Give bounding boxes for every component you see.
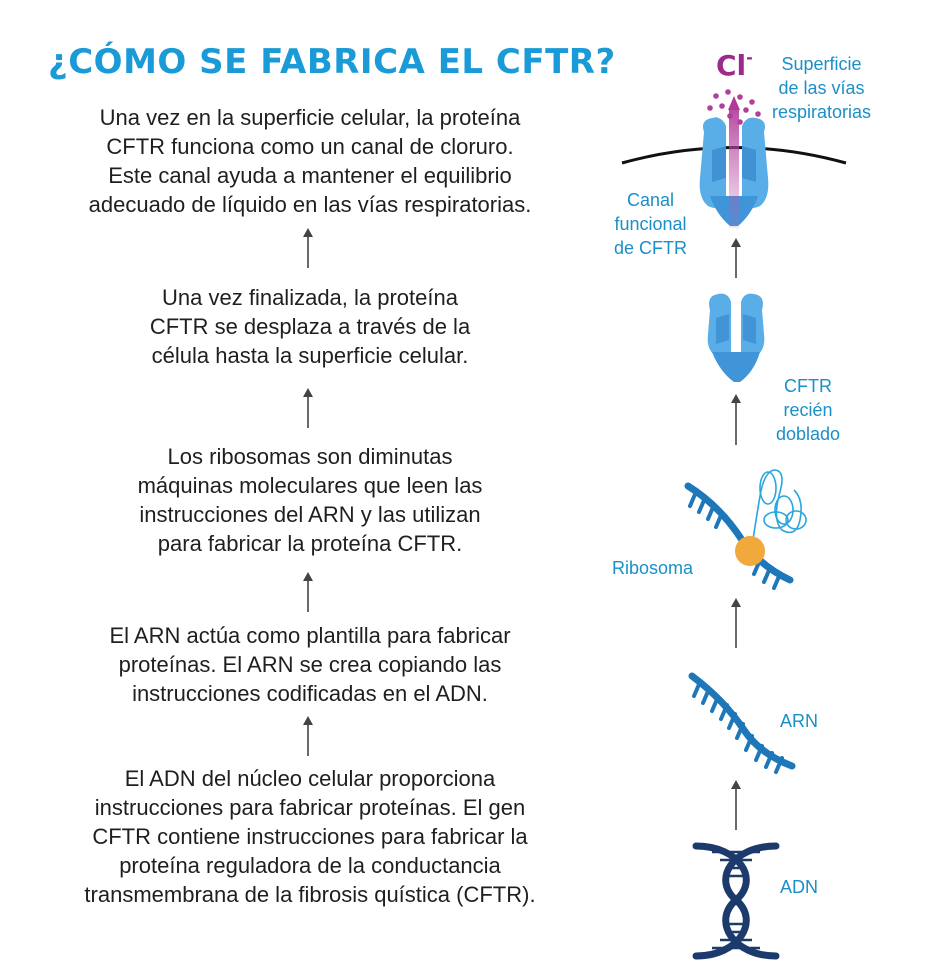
step-line: Este canal ayuda a mantener el equilibri… [108, 163, 512, 188]
label-line: de CFTR [614, 238, 688, 258]
step-line: proteína reguladora de la conductancia [119, 853, 501, 878]
up-arrow-icon [303, 572, 313, 612]
label-line: Canal [626, 190, 675, 210]
label-line: respiratorias [772, 102, 872, 122]
label-ribosome: Ribosoma [612, 558, 694, 578]
label-line: CFTR [784, 376, 833, 396]
functional-cftr-channel-icon [699, 96, 769, 228]
label-line: recién [783, 400, 833, 420]
ribosome-rna-icon [684, 469, 807, 590]
step-line: El ADN del núcleo celular proporciona [124, 766, 496, 791]
label-line: doblado [776, 424, 841, 444]
figure-arrows [731, 238, 741, 830]
label-dna: ADN [780, 877, 819, 897]
step-cell-surface: Una vez en la superficie celular, la pro… [40, 103, 580, 219]
step-ribosome: Los ribosomas son diminutas máquinas mol… [40, 442, 580, 558]
step-line: adecuado de líquido en las vías respirat… [88, 192, 532, 217]
up-arrow-icon [303, 228, 313, 268]
label-line: funcional [614, 214, 687, 234]
step-line: El ARN actúa como plantilla para fabrica… [109, 623, 511, 648]
label-airway-surface: Superficie de las vías respiratorias [772, 52, 871, 124]
folded-cftr-protein-icon [707, 293, 765, 382]
step-line: Una vez finalizada, la proteína [162, 285, 458, 310]
step-dna: El ADN del núcleo celular proporciona in… [40, 764, 580, 909]
label-line: Superficie [781, 54, 862, 74]
step-line: célula hasta la superficie celular. [151, 343, 469, 368]
step-line: instrucciones del ARN y las utilizan [139, 502, 481, 527]
rna-strand-icon [688, 672, 796, 774]
step-line: instrucciones codificadas en el ADN. [132, 681, 488, 706]
step-line: CFTR se desplaza a través de la [149, 314, 471, 339]
page-title: ¿CÓMO SE FABRICA EL CFTR? [48, 42, 616, 82]
label-line: de las vías [778, 78, 865, 98]
chloride-symbol: Cl- [716, 48, 753, 82]
step-line: CFTR contiene instrucciones para fabrica… [92, 824, 528, 849]
label-newly-folded: CFTR recién doblado [776, 374, 840, 446]
step-line: máquinas moleculares que leen las [137, 473, 483, 498]
step-line: proteínas. El ARN se crea copiando las [118, 652, 502, 677]
step-line: CFTR funciona como un canal de cloruro. [106, 134, 514, 159]
step-line: Los ribosomas son diminutas [167, 444, 453, 469]
step-line: para fabricar la proteína CFTR. [157, 531, 463, 556]
step-line: transmembrana de la fibrosis quística (C… [84, 882, 536, 907]
label-functional-channel: Canal funcional de CFTR [614, 188, 687, 260]
step-line: Una vez en la superficie celular, la pro… [99, 105, 521, 130]
step-transport: Una vez finalizada, la proteína CFTR se … [40, 283, 580, 370]
dna-helix-icon [692, 842, 780, 960]
up-arrow-icon [303, 388, 313, 428]
step-rna: El ARN actúa como plantilla para fabrica… [40, 621, 580, 708]
up-arrow-icon [303, 716, 313, 756]
label-rna: ARN [780, 711, 819, 731]
step-line: instrucciones para fabricar proteínas. E… [94, 795, 526, 820]
